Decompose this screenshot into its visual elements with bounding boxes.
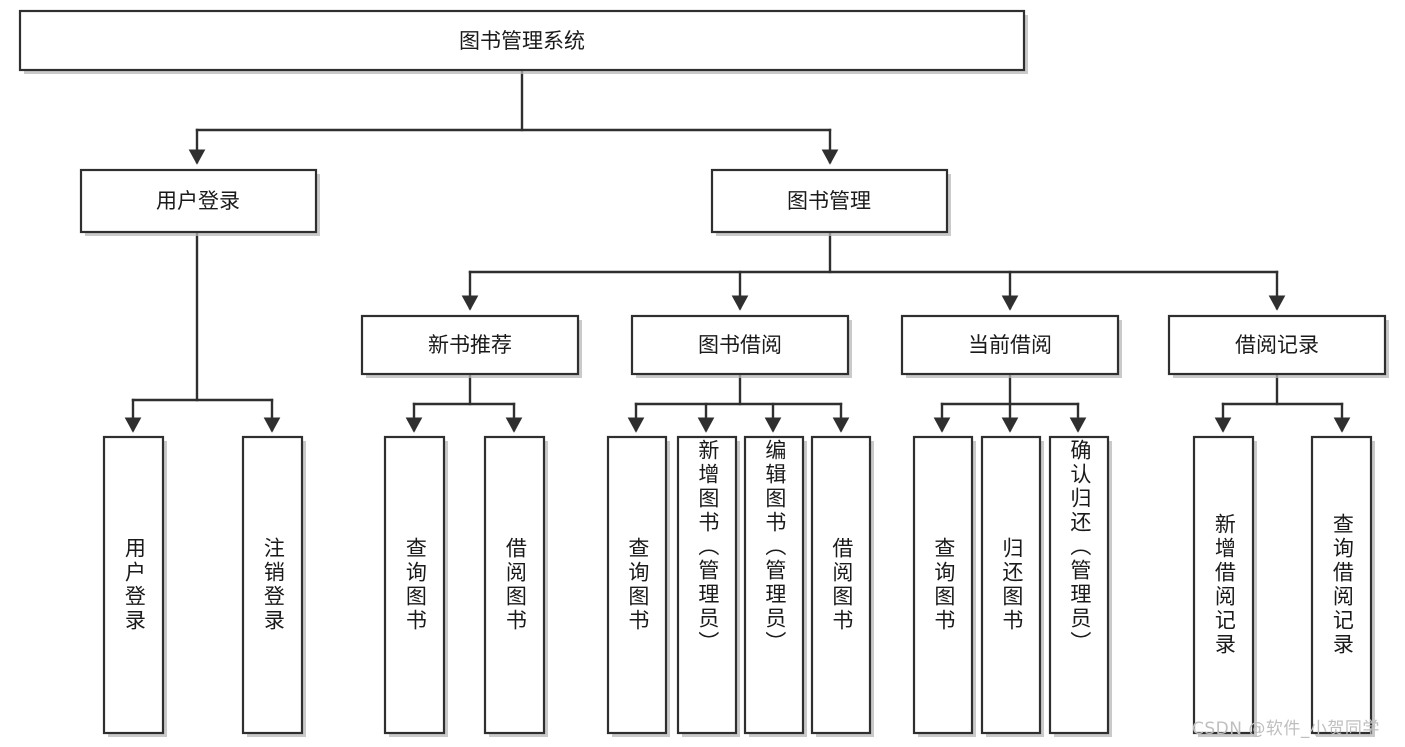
node-root-label: 图书管理系统 [459, 29, 585, 53]
node-book-manage[interactable]: 图书管理 [710, 168, 951, 236]
connector-group-borrow [627, 372, 850, 433]
leaf-borrow-3[interactable] [743, 435, 807, 737]
connector-group-current [933, 372, 1087, 433]
node-borrow-record[interactable]: 借阅记录 [1167, 314, 1389, 378]
node-root[interactable]: 图书管理系统 [18, 9, 1028, 74]
leaf-current-2[interactable] [980, 435, 1044, 737]
leaf-current-1[interactable] [912, 435, 976, 737]
leaf-record-2[interactable] [1310, 435, 1375, 737]
watermark-text: CSDN @软件_小贺同学 [1192, 719, 1380, 739]
leaf-current-3[interactable] [1048, 435, 1112, 737]
node-current-borrow-label: 当前借阅 [968, 333, 1052, 357]
leaf-borrow-1[interactable] [606, 435, 670, 737]
leaf-record-1[interactable] [1192, 435, 1257, 737]
node-book-borrow-label: 图书借阅 [698, 333, 782, 357]
leaf-new-book-1[interactable] [383, 435, 448, 737]
connector-group-user-login [124, 230, 281, 433]
leaf-new-book-2[interactable] [483, 435, 548, 737]
connector-group-book-manage [461, 230, 1286, 311]
node-new-book-recommend[interactable]: 新书推荐 [360, 314, 582, 378]
node-book-borrow[interactable]: 图书借阅 [630, 314, 852, 378]
connector-group-record [1214, 372, 1351, 433]
node-new-book-recommend-label: 新书推荐 [428, 333, 512, 357]
connector-group-new-book [405, 372, 523, 433]
node-user-login[interactable]: 用户登录 [79, 168, 320, 236]
node-current-borrow[interactable]: 当前借阅 [900, 314, 1122, 378]
node-user-login-label: 用户登录 [156, 189, 240, 213]
leaf-user-login-1[interactable] [102, 435, 167, 737]
leaf-borrow-2[interactable] [676, 435, 740, 737]
node-borrow-record-label: 借阅记录 [1235, 333, 1319, 357]
connector-group-root [188, 68, 839, 165]
leaf-user-login-2[interactable] [241, 435, 306, 737]
leaf-borrow-4[interactable] [810, 435, 874, 737]
node-book-manage-label: 图书管理 [787, 189, 871, 213]
